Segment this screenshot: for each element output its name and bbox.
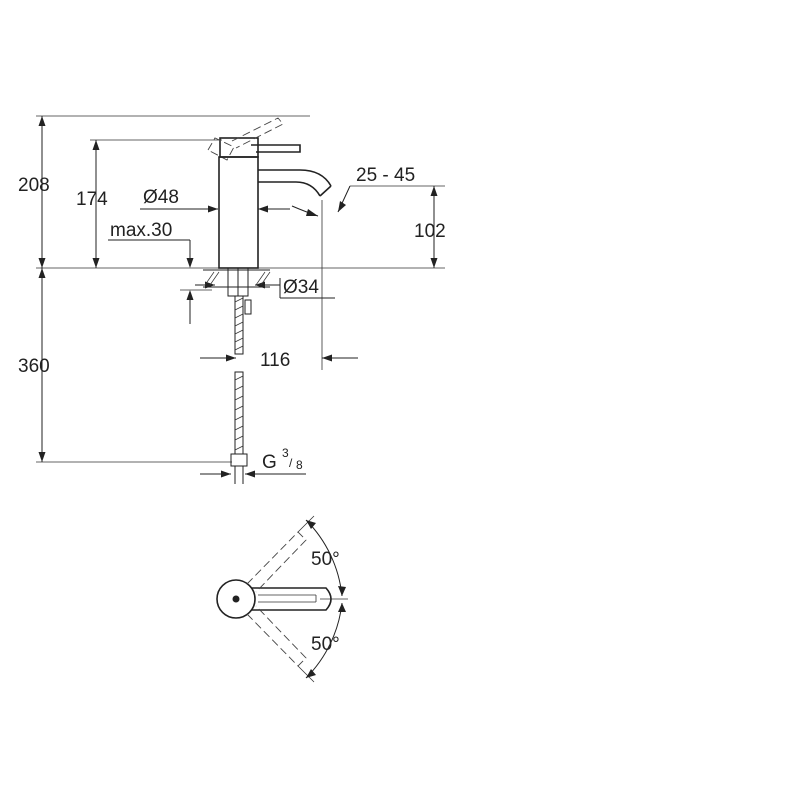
dimension-aerator-angle: 25 - 45 xyxy=(291,165,415,217)
faucet-side-view xyxy=(203,117,332,484)
dim-208-label: 208 xyxy=(18,175,50,196)
dimension-thread: G 3 / 8 xyxy=(200,446,306,478)
dimension-max30: max.30 xyxy=(108,220,212,324)
dim-thread-denominator: 8 xyxy=(296,458,303,472)
dim-116-label: 116 xyxy=(260,350,290,371)
dim-360-label: 360 xyxy=(18,356,50,377)
dim-aerator-angle-label: 25 - 45 xyxy=(356,165,415,186)
dim-max30-label: max.30 xyxy=(110,220,172,241)
dimension-360: 360 xyxy=(18,268,50,462)
dim-thread-numerator: 3 xyxy=(282,446,289,460)
swivel-bottom-label: 50° xyxy=(311,634,340,655)
raised-lever-outline xyxy=(207,117,284,161)
svg-text:/: / xyxy=(289,456,293,470)
dim-d48-label: Ø48 xyxy=(143,187,179,208)
dimension-116: 116 xyxy=(200,350,358,371)
dim-102-label: 102 xyxy=(414,221,446,242)
faucet-top-view: 50° 50° xyxy=(216,515,348,683)
dimension-d48: Ø48 xyxy=(140,187,290,213)
dimension-102: 102 xyxy=(414,186,446,268)
dim-d34-label: Ø34 xyxy=(283,277,319,298)
dimension-208: 208 xyxy=(18,116,50,268)
dim-thread-prefix: G xyxy=(262,452,277,473)
swivel-top-label: 50° xyxy=(311,549,340,570)
dimension-174: 174 xyxy=(76,140,108,268)
dim-174-label: 174 xyxy=(76,189,108,210)
